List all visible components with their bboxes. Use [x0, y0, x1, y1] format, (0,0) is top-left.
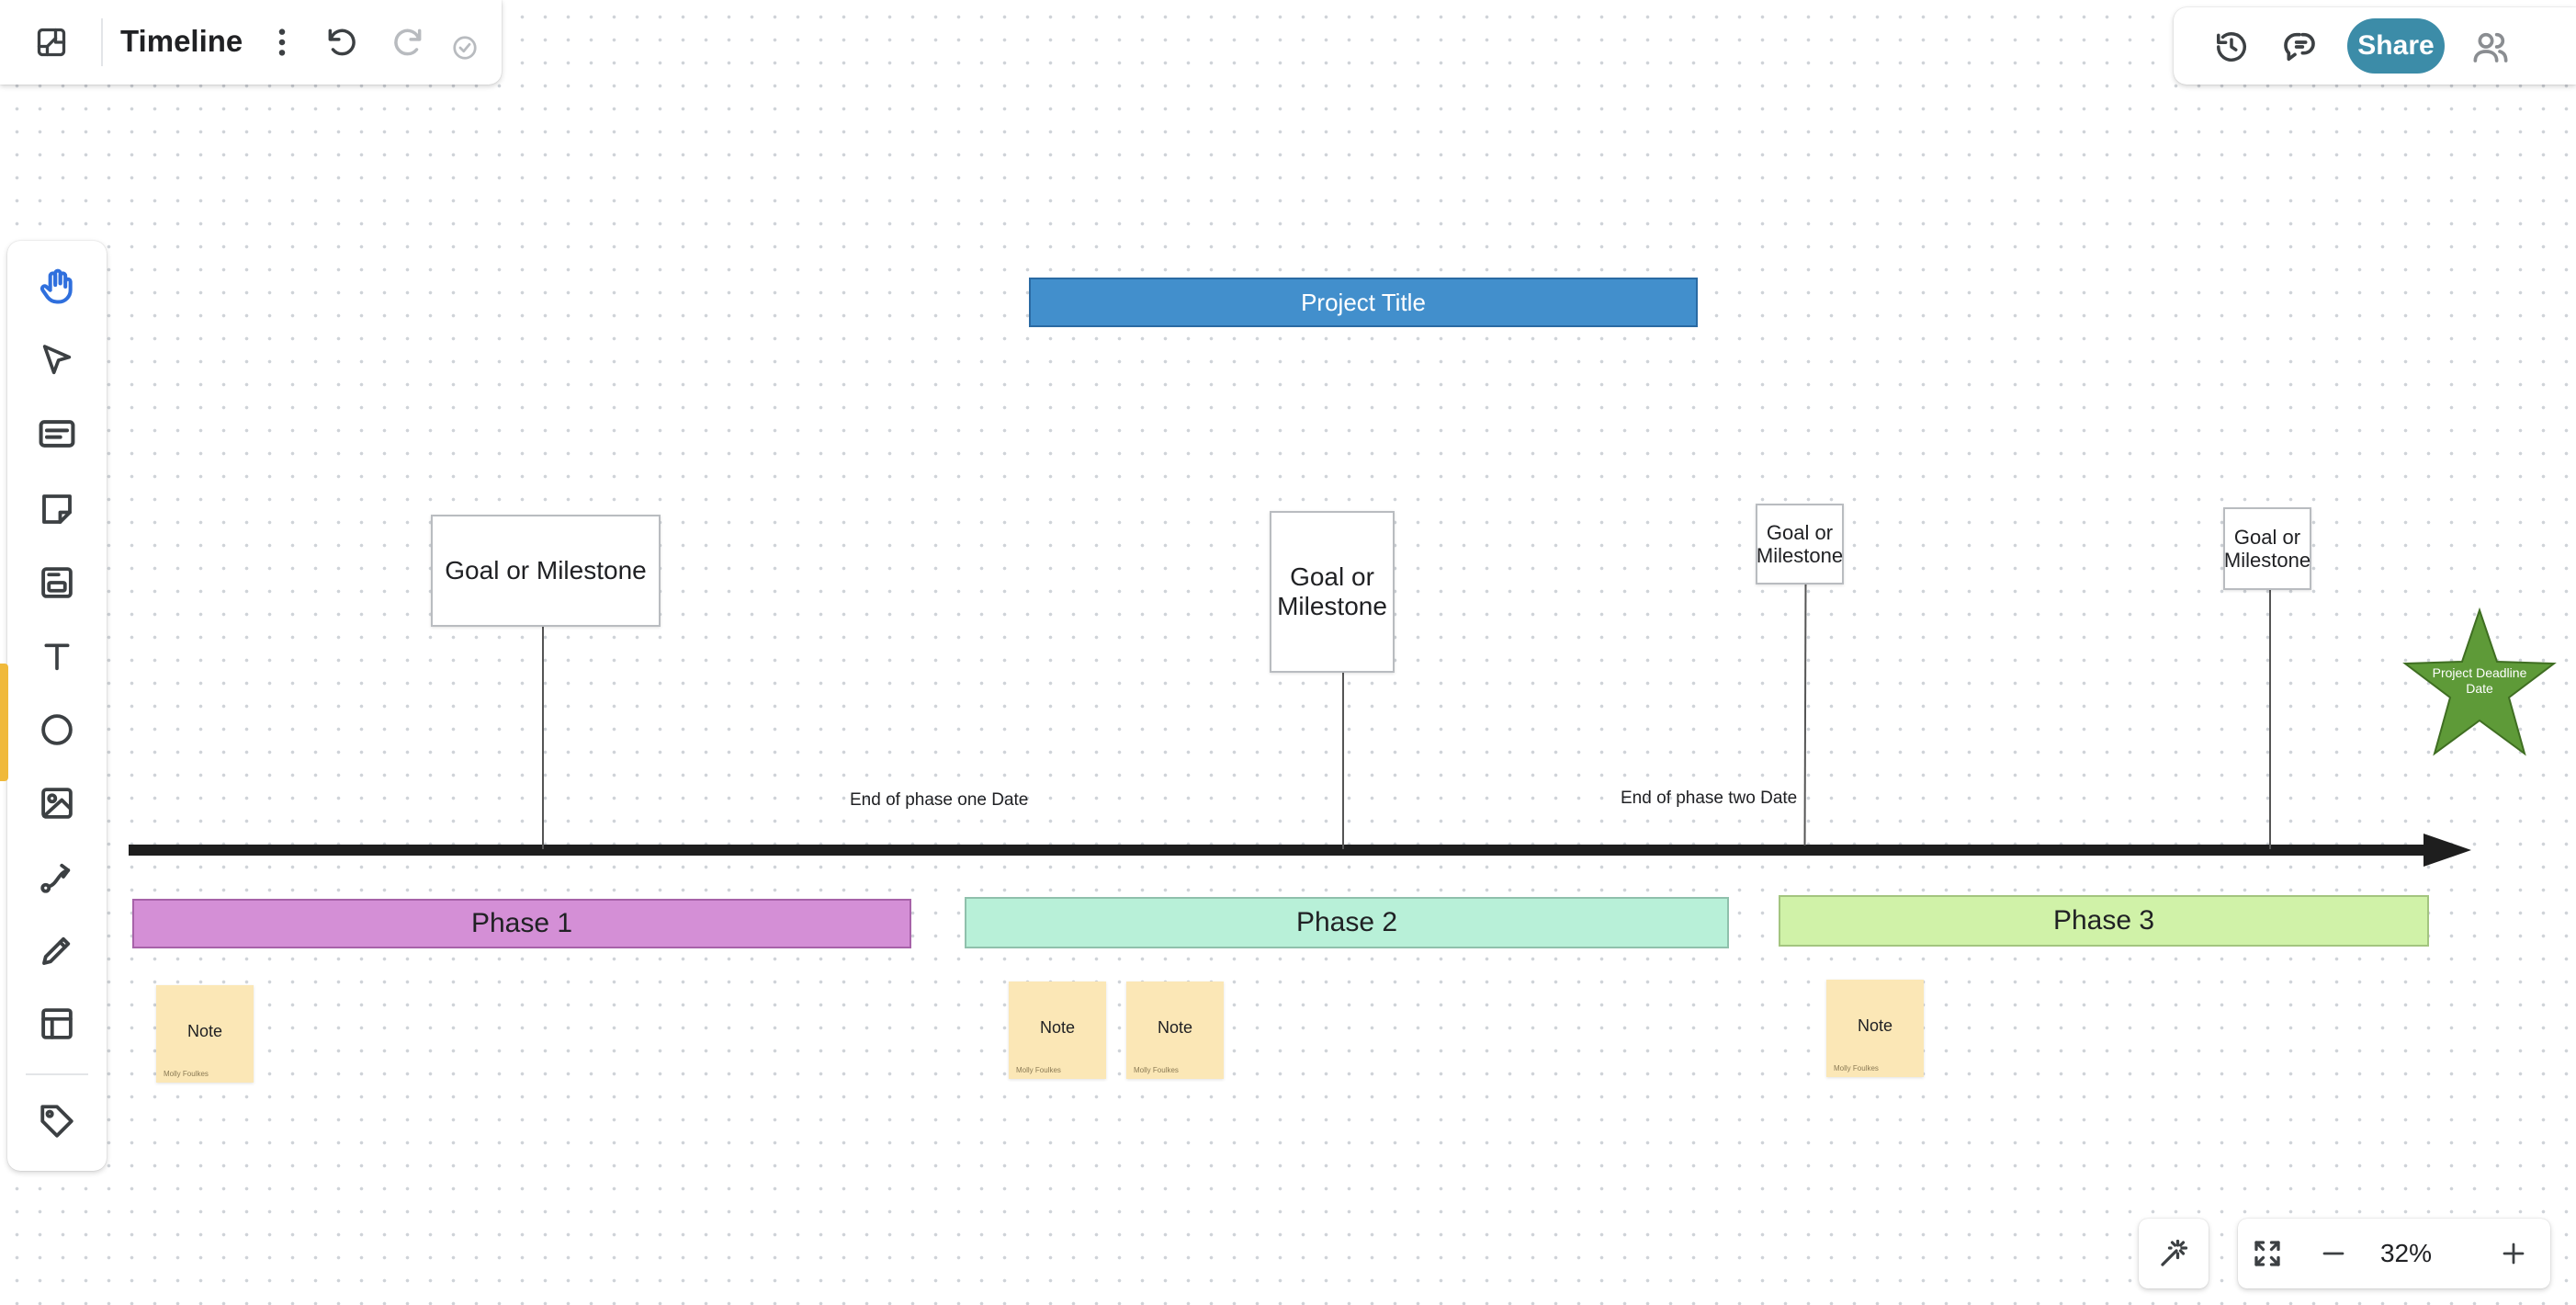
milestone-connector: [542, 625, 544, 849]
note-text: Note: [1857, 1016, 1893, 1035]
phase-2-bar[interactable]: Phase 2: [965, 897, 1729, 948]
star-shape: [2402, 607, 2557, 756]
shape-tool-icon[interactable]: [35, 708, 79, 752]
more-vertical-icon[interactable]: [266, 24, 298, 61]
project-title-box[interactable]: Project Title: [1029, 278, 1698, 327]
milestone-connector: [1803, 582, 1807, 846]
zoom-level[interactable]: 32%: [2379, 1239, 2433, 1267]
image-tool-icon[interactable]: [35, 781, 79, 825]
milestone-box[interactable]: Goal or Milestone: [1270, 511, 1395, 673]
sticky-note[interactable]: Note Molly Foulkes: [1009, 982, 1106, 1079]
zoom-in-icon[interactable]: [2493, 1233, 2534, 1274]
deadline-label: Project Deadline Date: [2432, 665, 2527, 696]
card-tool-icon[interactable]: [35, 561, 79, 605]
text-box-tool-icon[interactable]: [35, 412, 79, 456]
redo-icon[interactable]: [388, 24, 428, 61]
phase-one-date-label[interactable]: End of phase one Date: [850, 790, 1029, 810]
text-tool-icon[interactable]: [35, 634, 79, 678]
fit-screen-icon[interactable]: [2247, 1233, 2288, 1274]
pen-tool-icon[interactable]: [35, 928, 79, 972]
select-tool-icon[interactable]: [35, 338, 79, 382]
milestone-connector: [2269, 588, 2271, 849]
undo-icon[interactable]: [322, 24, 362, 61]
project-deadline-star[interactable]: Project Deadline Date: [2401, 607, 2558, 759]
milestone-connector: [1342, 669, 1344, 849]
collaborators-icon[interactable]: [2469, 26, 2512, 68]
tool-rail: [7, 241, 107, 1171]
top-toolbar: Timeline: [0, 0, 502, 85]
template-tool-icon[interactable]: [35, 1002, 79, 1046]
hand-tool-icon[interactable]: [35, 265, 79, 309]
zoom-controls: 32%: [2238, 1219, 2550, 1288]
comments-icon[interactable]: [2278, 26, 2321, 68]
milestone-box[interactable]: Goal or Milestone: [431, 515, 661, 627]
note-author: Molly Foulkes: [1134, 1066, 1179, 1074]
sticky-note[interactable]: Note Molly Foulkes: [1826, 980, 1924, 1077]
note-author: Molly Foulkes: [164, 1070, 209, 1078]
sticky-note[interactable]: Note Molly Foulkes: [156, 985, 254, 1083]
magic-wand-icon[interactable]: [2153, 1233, 2194, 1274]
saved-check-icon: [446, 29, 483, 66]
note-author: Molly Foulkes: [1016, 1066, 1061, 1074]
history-icon[interactable]: [2210, 26, 2253, 68]
top-right-toolbar: Share: [2174, 7, 2576, 85]
zoom-out-icon[interactable]: [2313, 1233, 2354, 1274]
sticky-note-tool-icon[interactable]: [35, 487, 79, 531]
note-text: Note: [1157, 1018, 1193, 1037]
sticky-note[interactable]: Note Molly Foulkes: [1126, 982, 1224, 1079]
toolbar-divider: [101, 18, 103, 66]
milestone-box[interactable]: Goal or Milestone: [1756, 504, 1844, 584]
timeline-arrow[interactable]: [127, 829, 2479, 871]
magic-panel: [2139, 1219, 2209, 1288]
share-button[interactable]: Share: [2347, 18, 2445, 74]
panel-icon[interactable]: [31, 22, 72, 62]
phase-1-bar[interactable]: Phase 1: [132, 899, 911, 948]
phase-two-date-label[interactable]: End of phase two Date: [1621, 789, 1798, 808]
tool-rail-divider: [26, 1073, 88, 1075]
note-author: Molly Foulkes: [1834, 1064, 1879, 1072]
offscreen-shape[interactable]: [0, 664, 8, 781]
document-title[interactable]: Timeline: [120, 24, 243, 58]
phase-3-bar[interactable]: Phase 3: [1779, 895, 2429, 947]
note-text: Note: [186, 1022, 223, 1040]
tag-tool-icon[interactable]: [35, 1099, 79, 1143]
note-text: Note: [1039, 1018, 1076, 1037]
milestone-box[interactable]: Goal or Milestone: [2223, 507, 2311, 590]
connector-tool-icon[interactable]: [35, 855, 79, 899]
